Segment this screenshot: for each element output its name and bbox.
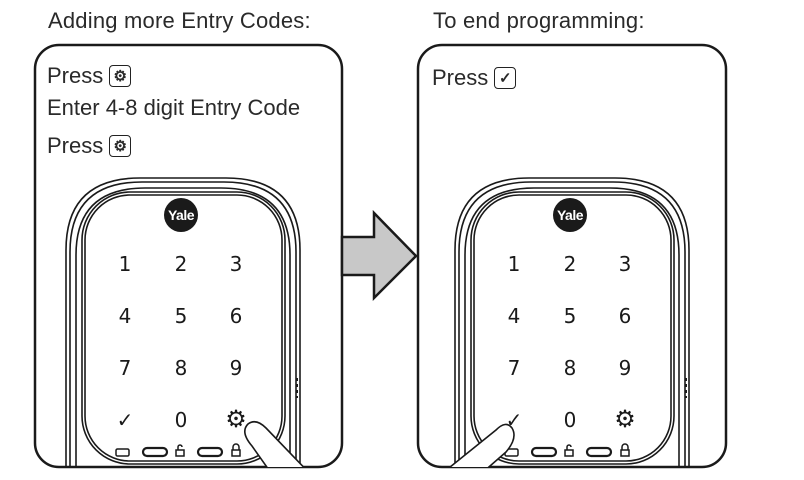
unlock-icon <box>175 444 185 457</box>
left-step-3: Press ⚙ <box>47 133 132 159</box>
indicator-bar <box>530 446 558 458</box>
key-8: 8 <box>564 356 577 380</box>
key-3: 3 <box>619 252 632 276</box>
yale-logo-text: Yale <box>168 207 195 223</box>
step-text: Press <box>47 133 104 158</box>
key-5: 5 <box>175 304 188 328</box>
lock-body-outer-2 <box>458 181 686 467</box>
indicator-bar <box>141 446 169 458</box>
key-0: 0 <box>175 408 188 432</box>
gear-key: ⚙ <box>614 405 636 433</box>
arrow-right-icon <box>340 209 418 302</box>
keypad-face <box>470 191 675 465</box>
yale-logo <box>164 198 198 232</box>
lock-icon <box>620 443 630 457</box>
key-1: 1 <box>119 252 132 276</box>
key-1: 1 <box>508 252 521 276</box>
pressing-finger <box>244 420 318 467</box>
lock-body-outer-2 <box>69 181 297 467</box>
keypad-face-inner <box>84 194 283 462</box>
indicator-bar <box>585 446 613 458</box>
right-heading: To end programming: <box>433 8 645 33</box>
key-4: 4 <box>508 304 521 328</box>
check-key: ✓ <box>117 408 134 432</box>
lock-body-rim <box>75 187 291 467</box>
key-4: 4 <box>119 304 132 328</box>
right-panel-frame <box>416 43 728 469</box>
key-9: 9 <box>230 356 243 380</box>
battery-icon <box>115 448 130 457</box>
key-0: 0 <box>564 408 577 432</box>
unlock-icon <box>564 444 574 457</box>
left-heading: Adding more Entry Codes: <box>48 8 311 33</box>
lock-body-rim <box>464 187 680 467</box>
key-8: 8 <box>175 356 188 380</box>
pressing-finger <box>431 423 515 467</box>
key-7: 7 <box>508 356 521 380</box>
key-5: 5 <box>564 304 577 328</box>
key-6: 6 <box>230 304 243 328</box>
key-6: 6 <box>619 304 632 328</box>
key-2: 2 <box>175 252 188 276</box>
left-step-2: Enter 4-8 digit Entry Code <box>47 95 300 121</box>
gear-icon: ⚙ <box>109 135 132 157</box>
yale-logo <box>553 198 587 232</box>
keypad-face <box>81 191 286 465</box>
step-text: Enter 4-8 digit Entry Code <box>47 95 301 120</box>
key-2: 2 <box>564 252 577 276</box>
left-step-1: Press ⚙ <box>47 63 132 89</box>
yale-logo-text: Yale <box>557 207 584 223</box>
key-3: 3 <box>230 252 243 276</box>
key-7: 7 <box>119 356 132 380</box>
step-text: Press <box>432 65 489 90</box>
keypad-face-inner <box>473 194 672 462</box>
gear-icon: ⚙ <box>109 65 132 87</box>
lock-icon <box>231 443 241 457</box>
check-icon: ✓ <box>494 67 517 89</box>
gear-key: ⚙ <box>225 405 247 433</box>
left-lock-illustration: Yale 1 2 3 4 5 6 7 8 9 ✓ 0 ⚙ <box>65 177 318 467</box>
indicator-bar <box>196 446 224 458</box>
step-text: Press <box>47 63 104 88</box>
lock-body-outer <box>65 177 301 467</box>
lock-body-outer <box>454 177 690 467</box>
key-9: 9 <box>619 356 632 380</box>
right-step-1: Press ✓ <box>432 65 517 91</box>
